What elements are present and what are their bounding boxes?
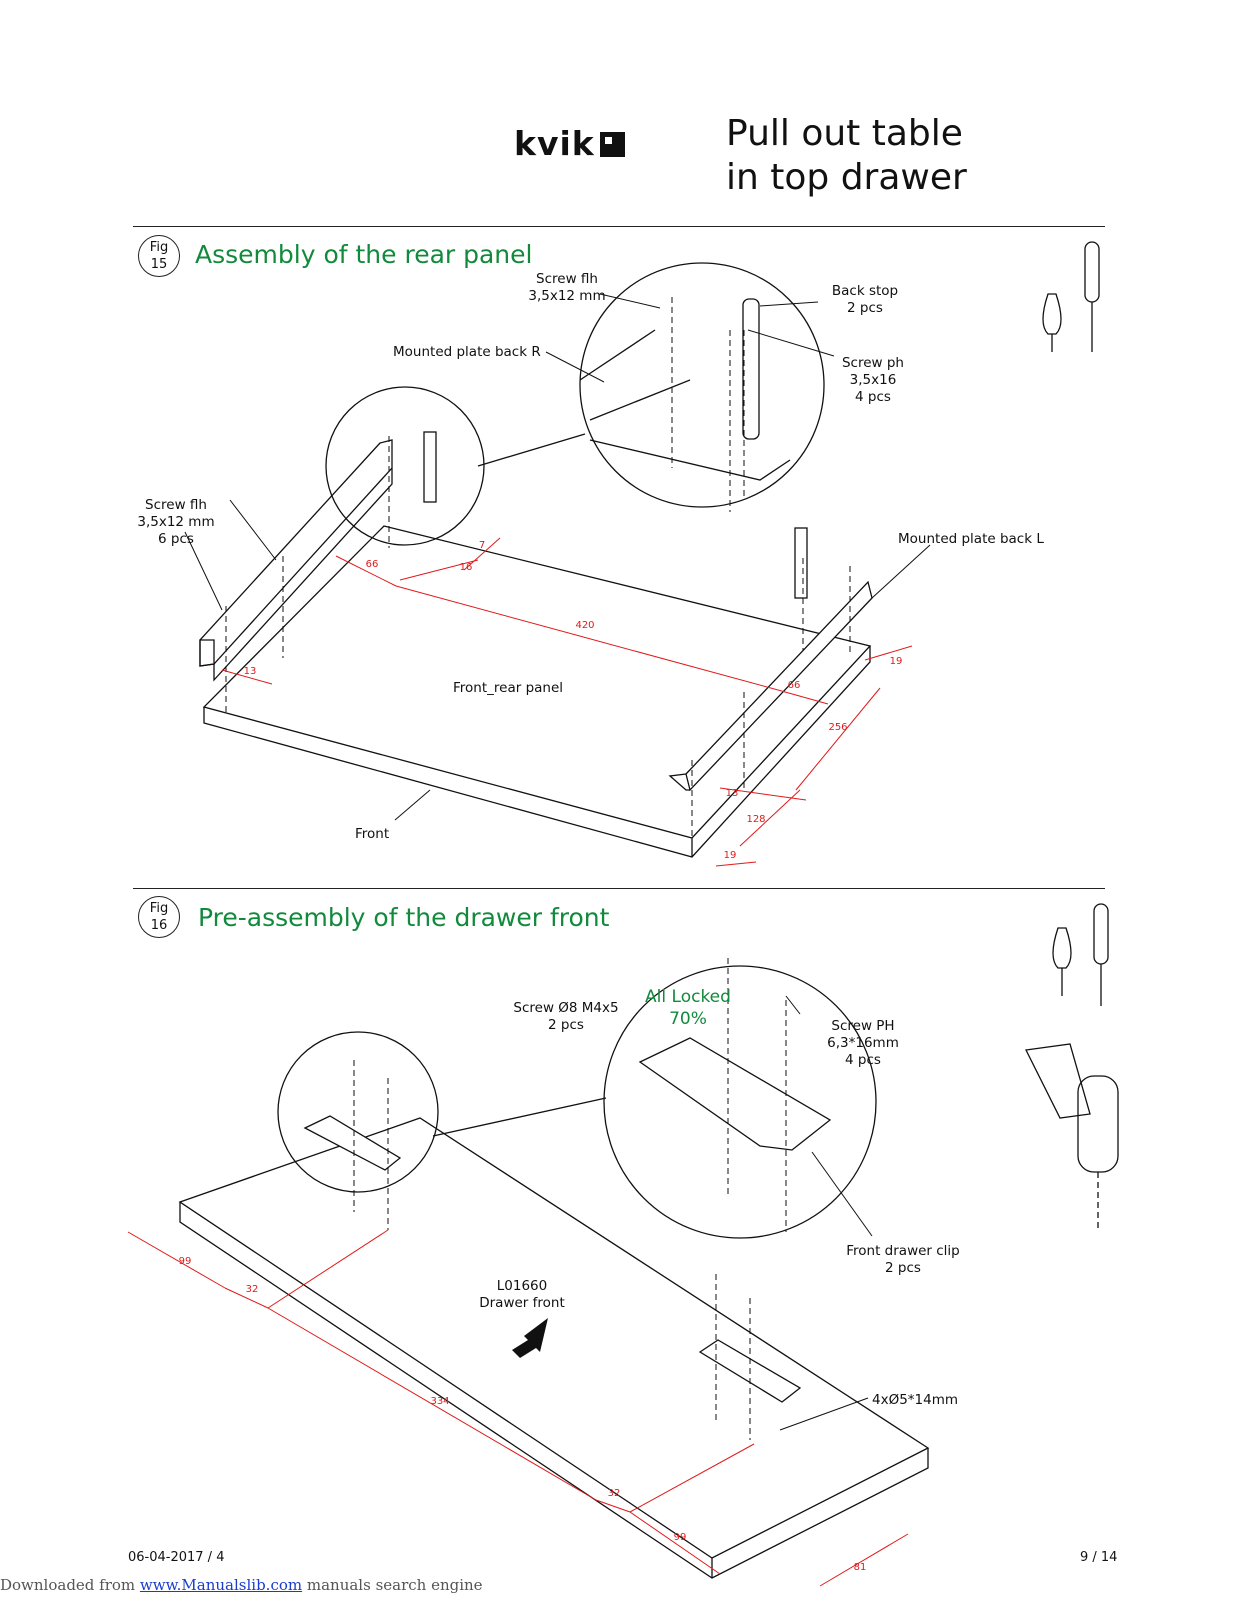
source-prefix: Downloaded from bbox=[0, 1576, 140, 1594]
fig16-label-screw-ph: Screw PH 6,3*16mm 4 pcs bbox=[818, 1018, 908, 1069]
fig16-dimension-lines bbox=[127, 1229, 909, 1587]
fig16-title: Pre-assembly of the drawer front bbox=[198, 903, 610, 932]
source-suffix: manuals search engine bbox=[302, 1576, 483, 1594]
fig15-label-screw-ph: Screw ph 3,5x16 4 pcs bbox=[833, 355, 913, 406]
label-line: Screw flh bbox=[145, 497, 207, 513]
label-line: 2 pcs bbox=[885, 1260, 921, 1276]
fig15-dim-10: 128 bbox=[746, 814, 765, 825]
fig15-detail-circle-large bbox=[579, 262, 825, 508]
document-title-line1: Pull out table bbox=[726, 113, 963, 154]
direction-arrow-icon bbox=[512, 1318, 548, 1358]
fig16-dim-2: 32 bbox=[246, 1284, 259, 1295]
fig16-detail-circle-small bbox=[277, 1031, 439, 1193]
fig15-dim-8: 256 bbox=[828, 722, 847, 733]
label-line: Front drawer clip bbox=[846, 1243, 960, 1259]
document-title: Pull out table in top drawer bbox=[726, 112, 1186, 200]
fig15-label-screw-flh-left: Screw flh 3,5x12 mm 6 pcs bbox=[128, 497, 224, 548]
document-title-line2: in top drawer bbox=[726, 157, 967, 198]
fig15-label-front-rear-panel: Front_rear panel bbox=[453, 680, 564, 696]
fig15-dimension-lines bbox=[221, 537, 913, 867]
fig15-dim-2: 16 bbox=[460, 562, 473, 573]
fig16-badge-number: 16 bbox=[150, 918, 168, 933]
footer-date: 06-04-2017 / 4 bbox=[128, 1550, 225, 1565]
fig15-mounted-plate-right bbox=[668, 580, 873, 792]
fig15-badge-number: 15 bbox=[150, 257, 168, 272]
fig16-detail-circle-large bbox=[603, 965, 877, 1239]
label-line: 4 pcs bbox=[855, 389, 891, 405]
fig16-label-drawer-front: L01660 Drawer front bbox=[470, 1278, 574, 1312]
fig16-dim-6: 81 bbox=[854, 1562, 867, 1573]
fig16-drawer-front-drawing bbox=[178, 1117, 930, 1579]
label-line: 70% bbox=[669, 1009, 707, 1029]
section-divider-top bbox=[133, 226, 1105, 227]
fig15-dim-11: 19 bbox=[724, 850, 737, 861]
label-line: 3,5x16 bbox=[849, 372, 897, 388]
drill-icon bbox=[1025, 1043, 1119, 1232]
fig15-badge-label: Fig bbox=[149, 240, 169, 255]
label-line: 4 pcs bbox=[845, 1052, 881, 1068]
fig15-dim-6: 66 bbox=[788, 680, 801, 691]
fig15-dim-5: 13 bbox=[244, 666, 257, 677]
fig15-back-stop-left-small bbox=[423, 431, 437, 503]
fig15-label-screw-flh-top: Screw flh 3,5x12 mm bbox=[512, 271, 622, 305]
fig16-front-drawer-clip-detail bbox=[638, 1037, 832, 1151]
fig15-dim-7: 19 bbox=[890, 656, 903, 667]
fig16-label-all-locked: All Locked 70% bbox=[640, 986, 736, 1030]
fig16-dim-5: 99 bbox=[674, 1532, 687, 1543]
label-line: Screw ph bbox=[841, 355, 904, 371]
label-line: Back stop bbox=[831, 283, 899, 299]
brand-logo-mark-icon bbox=[600, 132, 625, 157]
fig15-detail-circle-small bbox=[325, 386, 485, 546]
fig15-mounted-plate-left bbox=[199, 439, 393, 682]
label-line: 2 pcs bbox=[548, 1017, 584, 1033]
fig16-dim-4: 32 bbox=[608, 1488, 621, 1499]
fig16-label-screw-d8: Screw Ø8 M4x5 2 pcs bbox=[510, 1000, 622, 1034]
footer-page-number: 9 / 14 bbox=[1080, 1550, 1118, 1565]
fig15-dim-3: 7 bbox=[479, 540, 485, 551]
fig15-dim-4: 420 bbox=[575, 620, 594, 631]
label-line: 6 pcs bbox=[158, 531, 194, 547]
fig15-back-stop-detail bbox=[742, 298, 760, 440]
fig15-dim-9: 13 bbox=[726, 788, 739, 799]
label-line: L01660 bbox=[496, 1278, 548, 1294]
fig16-dim-1: 99 bbox=[179, 1256, 192, 1267]
label-line: 6,3*16mm bbox=[827, 1035, 899, 1051]
fig15-label-mounted-plate-r: Mounted plate back R bbox=[393, 344, 541, 360]
label-line: Screw PH bbox=[831, 1018, 895, 1034]
screwdriver-icon-2 bbox=[1093, 903, 1109, 1006]
label-line: Screw flh bbox=[536, 271, 598, 287]
manualslib-link[interactable]: www.Manualslib.com bbox=[139, 1576, 303, 1594]
fig15-title: Assembly of the rear panel bbox=[195, 240, 533, 269]
label-line: 2 pcs bbox=[847, 300, 883, 316]
fig16-label-front-drawer-clip: Front drawer clip 2 pcs bbox=[838, 1243, 968, 1277]
fig15-back-stop-right bbox=[794, 527, 808, 599]
label-line: All Locked bbox=[645, 987, 731, 1007]
fig15-label-mounted-plate-l: Mounted plate back L bbox=[898, 531, 1044, 547]
section-divider-middle bbox=[133, 888, 1105, 889]
label-line: Drawer front bbox=[479, 1295, 565, 1311]
fig15-label-back-stop: Back stop 2 pcs bbox=[820, 283, 910, 317]
source-credit: Downloaded from www.Manualslib.com manua… bbox=[0, 1576, 483, 1594]
fig15-label-front: Front bbox=[355, 826, 390, 842]
label-line: 3,5x12 mm bbox=[137, 514, 215, 530]
awl-icon bbox=[1042, 293, 1062, 352]
screwdriver-icon bbox=[1084, 241, 1100, 352]
fig15-dim-1: 66 bbox=[366, 559, 379, 570]
brand-logo-text: kvik bbox=[514, 124, 595, 163]
fig15-badge: Fig 15 bbox=[138, 235, 180, 277]
fig16-badge: Fig 16 bbox=[138, 896, 180, 938]
fig16-label-holes: 4xØ5*14mm bbox=[872, 1392, 959, 1408]
fig16-dim-3: 334 bbox=[430, 1396, 449, 1407]
awl-icon-2 bbox=[1052, 927, 1072, 996]
label-line: Screw Ø8 M4x5 bbox=[513, 1000, 619, 1016]
fig16-badge-label: Fig bbox=[149, 901, 169, 916]
label-line: 3,5x12 mm bbox=[528, 288, 606, 304]
fig16-front-drawer-clip-small bbox=[303, 1115, 402, 1171]
